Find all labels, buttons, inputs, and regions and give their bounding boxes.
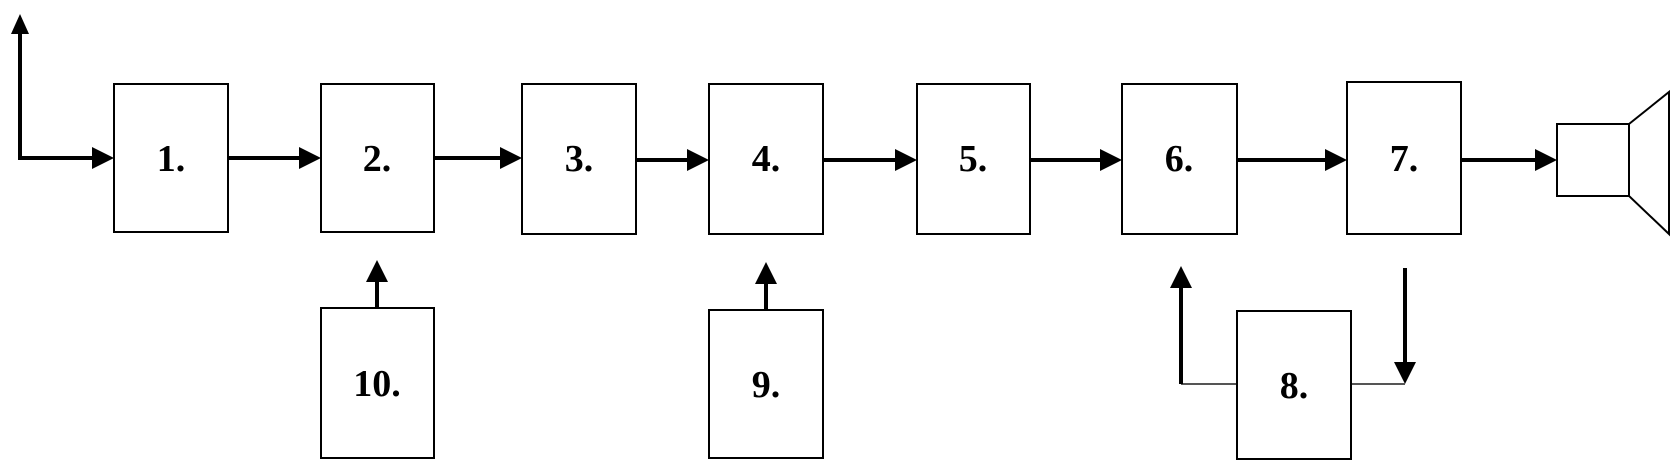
block-10: 10. <box>320 307 435 459</box>
connector-9-4 <box>755 262 777 310</box>
block-6: 6. <box>1121 83 1238 235</box>
block-1: 1. <box>113 83 229 233</box>
connector-6-7 <box>1237 149 1347 171</box>
block-2: 2. <box>320 83 435 233</box>
connector-7-speaker <box>1461 149 1557 171</box>
block-7-label: 7. <box>1390 138 1419 180</box>
antenna-input <box>11 14 114 169</box>
connector-8-6 <box>1170 266 1237 385</box>
block-3-label: 3. <box>565 138 594 180</box>
block-8-label: 8. <box>1280 365 1309 407</box>
block-5: 5. <box>916 83 1031 235</box>
connector-1-2 <box>228 147 321 169</box>
block-6-label: 6. <box>1165 138 1194 180</box>
block-5-label: 5. <box>959 138 988 180</box>
block-7: 7. <box>1346 81 1462 235</box>
block-10-label: 10. <box>353 363 401 405</box>
block-3: 3. <box>521 83 637 235</box>
block-8: 8. <box>1236 310 1352 460</box>
block-1-label: 1. <box>157 138 186 180</box>
block-4-label: 4. <box>752 138 781 180</box>
connector-7-8 <box>1351 268 1416 385</box>
connector-3-4 <box>636 149 709 171</box>
connector-5-6 <box>1030 149 1122 171</box>
block-2-label: 2. <box>363 138 392 180</box>
block-9: 9. <box>708 309 824 459</box>
speaker-icon <box>1556 89 1670 237</box>
connector-2-3 <box>434 147 522 169</box>
connector-4-5 <box>823 149 917 171</box>
block-9-label: 9. <box>752 364 781 406</box>
block-4: 4. <box>708 83 824 235</box>
connector-10-2 <box>366 260 388 308</box>
